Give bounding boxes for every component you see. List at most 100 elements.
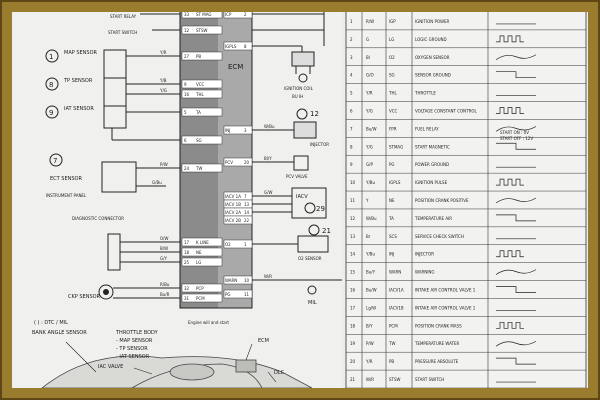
table-row-color: G	[366, 37, 369, 42]
ecm-left-pin	[181, 283, 223, 293]
ecm-left-pin-num: 12	[184, 28, 190, 33]
table-row-desc: TEMPERATURE WATER	[414, 341, 459, 346]
instrument-panel-label: INSTRUMENT PANEL	[46, 193, 87, 198]
table-row-desc: INTAKE AIR CONTROL VALVE 1	[415, 305, 476, 310]
table-row-waveform	[496, 214, 536, 222]
table-row-desc: SERVICE CHECK SWITCH	[415, 234, 464, 239]
ecm-left-pin-num: 31	[184, 296, 190, 301]
table-row-desc: START SWITCH	[415, 377, 444, 382]
ecm-right-pin-code: IACV 1A	[225, 194, 241, 199]
start-on-note: START ON : 0V	[500, 130, 529, 135]
ecm-left-pin-num: 18	[184, 250, 190, 255]
table-row-waveform	[496, 357, 536, 365]
o2-num: 21	[322, 227, 331, 235]
ecm-left-pin	[181, 79, 223, 89]
pcv-valve-label: PCV VALVE	[286, 174, 308, 179]
table-row-code: IACV1B	[389, 305, 404, 310]
table-row-num: 7	[350, 126, 353, 131]
ecm-right-pin-code: PG	[225, 292, 231, 297]
ignition-coil-code: BU IH	[292, 94, 303, 99]
ecm-right-pin-num: 10	[244, 278, 250, 283]
table-row-code: SCS	[389, 234, 397, 239]
table-row-code: IACV1A	[389, 288, 404, 293]
table-row-waveform	[495, 54, 537, 61]
ecm-b-label: ECM	[258, 338, 269, 344]
table-row-num: 4	[350, 73, 353, 78]
table-row-code: IGP	[389, 19, 396, 24]
ecm-left-pin	[181, 163, 223, 173]
ecm-right-pin-num: 22	[244, 218, 250, 223]
table-row-desc: VOLTAGE CONSTANT CONTROL	[415, 108, 478, 113]
table-row-color: B/Y	[366, 323, 373, 328]
ecm-right-pin-num: 1	[244, 242, 247, 247]
ckp-sensor-label: CKP SENSOR	[68, 294, 101, 300]
table-row-color: Bu/W	[366, 126, 377, 131]
table-row-num: 5	[350, 91, 353, 96]
dlc-label: DLC	[274, 370, 285, 376]
table-row-waveform	[495, 197, 537, 204]
table-row-color: Y	[365, 198, 369, 203]
ect-sensor-label: ECT SENSOR	[50, 176, 82, 182]
ecm-left-pin-code: PCM	[196, 296, 205, 301]
tp-sensor-num: 8	[49, 81, 53, 89]
wire-color-label: P/W	[160, 162, 168, 167]
table-row-color: Bu/Y	[366, 270, 376, 275]
dtc-mil-legend: ( ) : DTC / MIL	[34, 320, 68, 326]
table-row-desc: SENSOR GROUND	[415, 73, 451, 78]
table-row-desc: PRESSURE ABSOLUTE	[415, 359, 459, 364]
motorcycle-illustration	[41, 341, 313, 388]
table-row-num: 9	[350, 162, 353, 167]
table-row-num: 16	[350, 288, 356, 293]
ecm-right-pin-code: IGPLS	[225, 44, 237, 49]
table-row-color: Y/Bu	[365, 180, 376, 185]
ecm-left-pin-code: K LINE	[196, 240, 209, 245]
table-row-color: Lg/W	[366, 305, 376, 310]
table-row-code: STMAG	[389, 144, 403, 149]
table-row-num: 19	[350, 341, 356, 346]
table-row-color: W/Bu	[366, 216, 377, 221]
ecm-right-pin-num: 20	[244, 160, 250, 165]
table-row-color: G/O	[366, 73, 374, 78]
table-row-waveform	[496, 286, 536, 293]
wire-color-label: B/W	[160, 246, 168, 251]
table-row-code: TA	[388, 216, 394, 221]
ecm-left-pin	[181, 12, 223, 19]
table-row-num: 20	[350, 359, 356, 364]
table-row-waveform	[496, 107, 524, 114]
mil-lamp	[252, 279, 342, 295]
ecm-left-pin-num: 17	[184, 240, 190, 245]
table-row-code: IGPLS	[389, 180, 401, 185]
ecm-left-pin-num: 24	[184, 166, 190, 171]
iac-valve-label: IAC VALVE	[98, 364, 123, 370]
ecm-right-pin-code: IACV 2B	[225, 218, 241, 223]
table-row-color: Y/R	[365, 91, 373, 96]
ecm-left-pin	[181, 135, 223, 145]
ecm-left-pin-num: 9	[184, 82, 187, 87]
wire-color-label: R/Bu	[160, 282, 170, 287]
iat-sensor-label: IAT SENSOR	[64, 106, 94, 112]
table-row-desc: FUEL RELAY	[415, 126, 439, 131]
tp-sensor-b-label: - TP SENSOR	[116, 346, 148, 352]
table-row-waveform	[495, 269, 537, 275]
ect-sensor-block: 7 ECT SENSOR	[49, 153, 180, 193]
tp-sensor-label: TP SENSOR	[63, 78, 93, 84]
ecm-right-pin-code: ICP	[225, 12, 232, 17]
table-row-code: O2	[389, 55, 395, 60]
ecm-right-pin-code: IACV 2A	[225, 210, 241, 215]
ecm-left-pin	[181, 293, 223, 303]
ecm-left-pin-num: 16	[184, 92, 190, 97]
ect-sensor-num: 7	[53, 157, 57, 165]
ecm-left-pin-num: 27	[184, 54, 190, 59]
table-row-color: Y/G	[365, 108, 373, 113]
start-switch-label: START SWITCH	[108, 30, 137, 35]
table-row-num: 18	[350, 323, 356, 328]
table-row-code: WARN	[389, 270, 401, 275]
ecm-right-pin	[223, 215, 253, 225]
ecm-right-pin-code: O2	[225, 242, 231, 247]
mil-label: MIL	[308, 300, 317, 306]
ecm-right-pin	[223, 289, 253, 299]
